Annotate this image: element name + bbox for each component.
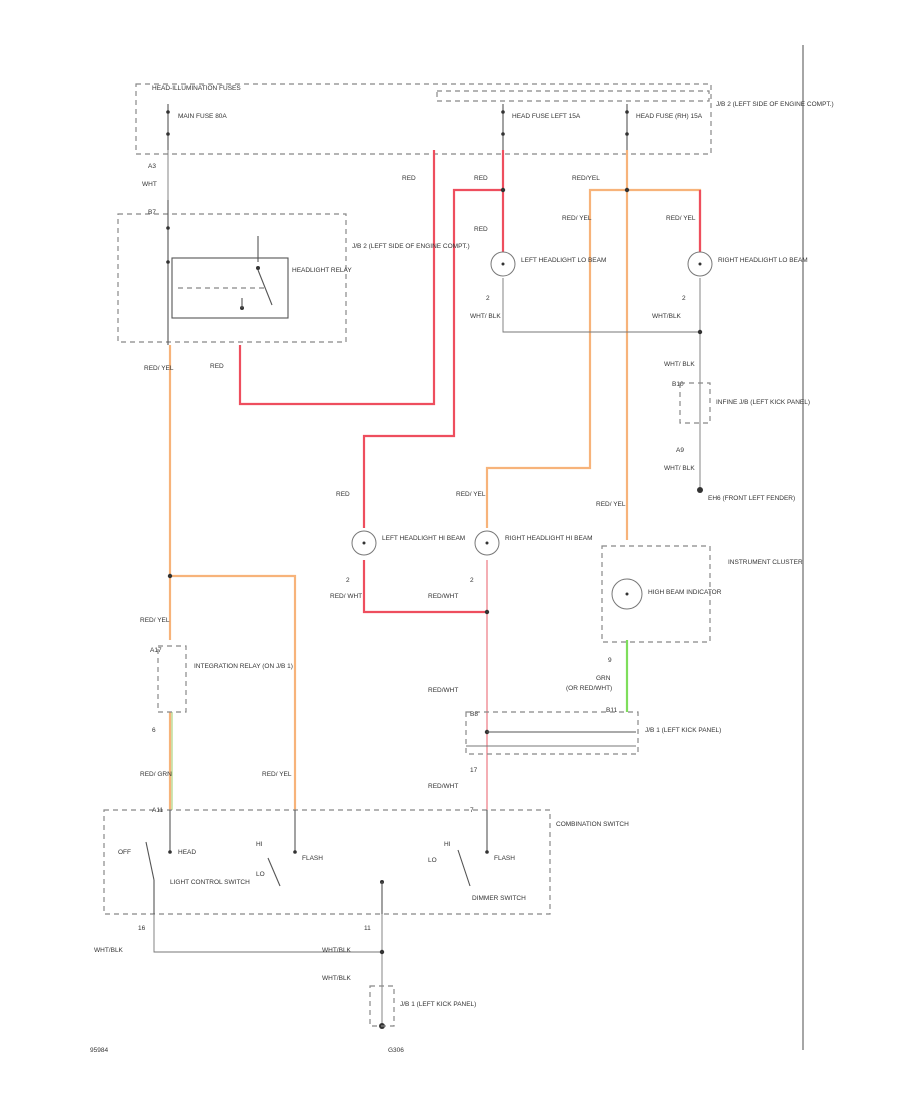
svg-text:7: 7 <box>470 807 474 814</box>
svg-text:RED: RED <box>402 175 416 182</box>
svg-text:RIGHT HEADLIGHT HI BEAM: RIGHT HEADLIGHT HI BEAM <box>505 535 593 542</box>
svg-text:WHT: WHT <box>142 181 157 188</box>
headlight-relay: B7 HEADLIGHT RELAY J/B 2 (LEFT SIDE OF E… <box>117 200 470 345</box>
svg-text:HI: HI <box>444 841 451 848</box>
left-hi-beam: LEFT HEADLIGHT HI BEAM 2 <box>346 530 465 584</box>
svg-text:9: 9 <box>608 657 612 664</box>
dimmer-switch-label: DIMMER SWITCH <box>472 895 526 902</box>
svg-text:2: 2 <box>346 577 350 584</box>
svg-text:FLASH: FLASH <box>494 855 515 862</box>
relay-label: HEADLIGHT RELAY <box>292 267 352 274</box>
svg-text:RED/ YEL: RED/ YEL <box>140 617 170 624</box>
svg-text:WHT/ BLK: WHT/ BLK <box>664 465 695 472</box>
svg-text:RED/WHT: RED/WHT <box>428 593 458 600</box>
instrument-cluster: HIGH BEAM INDICATOR INSTRUMENT CLUSTER 9 <box>601 545 803 664</box>
footer-left-code: 95984 <box>90 1047 108 1054</box>
svg-text:RED/ YEL: RED/ YEL <box>262 771 292 778</box>
svg-text:2: 2 <box>682 295 686 302</box>
svg-text:RED/WHT: RED/WHT <box>428 687 458 694</box>
infine-jb-label: INFINE J/B (LEFT KICK PANEL) <box>716 399 810 406</box>
svg-text:OFF: OFF <box>118 849 131 856</box>
svg-text:LO: LO <box>256 871 265 878</box>
wire-redyel-flash <box>170 574 297 810</box>
svg-text:WHT/ BLK: WHT/ BLK <box>470 313 501 320</box>
svg-text:RED/ WHT: RED/ WHT <box>330 593 362 600</box>
svg-text:A11: A11 <box>152 807 163 814</box>
integration-relay-label: INTEGRATION RELAY (ON J/B 1) <box>194 663 293 670</box>
fuse-box: HEAD-ILLUMINATION FUSES MAIN FUSE 80A HE… <box>135 83 834 155</box>
jb1-kick-connector: B8 17 J/B 1 (LEFT KICK PANEL) <box>465 711 721 774</box>
svg-text:A3: A3 <box>148 163 156 170</box>
wire-whtblk-lo <box>502 278 700 333</box>
light-control-switch-label: LIGHT CONTROL SWITCH <box>170 879 250 886</box>
svg-text:RED/ YEL: RED/ YEL <box>144 365 174 372</box>
svg-text:2: 2 <box>470 577 474 584</box>
wire-red-left-hi <box>362 150 505 528</box>
svg-text:RED/ YEL: RED/ YEL <box>562 215 592 222</box>
left-fuse-label: HEAD FUSE LEFT 15A <box>512 113 581 120</box>
fuse-box-location: J/B 2 (LEFT SIDE OF ENGINE COMPT.) <box>716 101 834 108</box>
svg-text:RED/ YEL: RED/ YEL <box>456 491 486 498</box>
svg-text:RED: RED <box>474 175 488 182</box>
ground-bottom-label: J/B 1 (LEFT KICK PANEL) <box>400 1001 476 1008</box>
svg-text:RED: RED <box>336 491 350 498</box>
svg-text:RED: RED <box>474 226 488 233</box>
svg-text:LEFT HEADLIGHT HI BEAM: LEFT HEADLIGHT HI BEAM <box>382 535 465 542</box>
jb1-kick-label: J/B 1 (LEFT KICK PANEL) <box>645 727 721 734</box>
svg-text:WHT/BLK: WHT/BLK <box>322 975 352 982</box>
svg-text:HI: HI <box>256 841 263 848</box>
svg-text:LEFT HEADLIGHT LO BEAM: LEFT HEADLIGHT LO BEAM <box>521 257 606 264</box>
svg-text:16: 16 <box>138 925 146 932</box>
combination-switch: COMBINATION SWITCH OFF HEAD LIGHT CONTRO… <box>103 807 629 915</box>
svg-text:HEAD: HEAD <box>178 849 196 856</box>
svg-text:WHT/BLK: WHT/BLK <box>94 947 124 954</box>
right-lo-beam: RIGHT HEADLIGHT LO BEAM 2 <box>682 251 808 302</box>
ground-front-label: EH6 (FRONT LEFT FENDER) <box>708 495 795 502</box>
wire-red-relay <box>238 150 436 406</box>
svg-text:B10: B10 <box>672 381 684 388</box>
footer-center-code: G306 <box>388 1047 404 1054</box>
svg-text:6: 6 <box>152 727 156 734</box>
svg-text:HIGH BEAM INDICATOR: HIGH BEAM INDICATOR <box>648 589 722 596</box>
wire-redyel-right-hi <box>485 188 627 528</box>
relay-location: J/B 2 (LEFT SIDE OF ENGINE COMPT.) <box>352 243 470 250</box>
svg-text:WHT/ BLK: WHT/ BLK <box>664 361 695 368</box>
svg-text:RIGHT HEADLIGHT LO BEAM: RIGHT HEADLIGHT LO BEAM <box>718 257 808 264</box>
right-hi-beam: RIGHT HEADLIGHT HI BEAM 2 <box>470 530 593 584</box>
left-lo-beam: LEFT HEADLIGHT LO BEAM 2 <box>486 251 606 302</box>
svg-text:11: 11 <box>364 925 371 932</box>
wire-whtblk-bottom <box>153 914 382 953</box>
svg-text:(OR RED/WHT): (OR RED/WHT) <box>566 685 612 692</box>
fuse-box-title: HEAD-ILLUMINATION FUSES <box>152 85 241 92</box>
svg-text:A17: A17 <box>150 647 162 654</box>
svg-text:GRN: GRN <box>596 675 611 682</box>
svg-text:RED/YEL: RED/YEL <box>572 175 600 182</box>
svg-text:WHT/BLK: WHT/BLK <box>652 313 682 320</box>
main-fuse-label: MAIN FUSE 80A <box>178 113 227 120</box>
svg-text:RED/ GRN: RED/ GRN <box>140 771 172 778</box>
svg-text:RED/WHT: RED/WHT <box>428 783 458 790</box>
svg-text:B8: B8 <box>470 711 478 718</box>
svg-text:17: 17 <box>470 767 478 774</box>
svg-text:FLASH: FLASH <box>302 855 323 862</box>
svg-text:B11: B11 <box>606 707 617 714</box>
integration-relay: A17 INTEGRATION RELAY (ON J/B 1) <box>150 645 293 713</box>
svg-text:2: 2 <box>486 295 490 302</box>
combination-switch-label: COMBINATION SWITCH <box>556 821 629 828</box>
svg-text:WHT/BLK: WHT/BLK <box>322 947 352 954</box>
right-fuse-label: HEAD FUSE (RH) 15A <box>636 113 703 120</box>
wire-redwht-left-hi <box>362 560 487 614</box>
svg-text:RED/ YEL: RED/ YEL <box>596 501 626 508</box>
svg-text:RED: RED <box>210 363 224 370</box>
svg-text:B7: B7 <box>148 209 156 216</box>
svg-text:LO: LO <box>428 857 437 864</box>
svg-text:RED/ YEL: RED/ YEL <box>666 215 696 222</box>
cluster-label: INSTRUMENT CLUSTER <box>728 559 803 566</box>
svg-text:A9: A9 <box>676 447 684 454</box>
